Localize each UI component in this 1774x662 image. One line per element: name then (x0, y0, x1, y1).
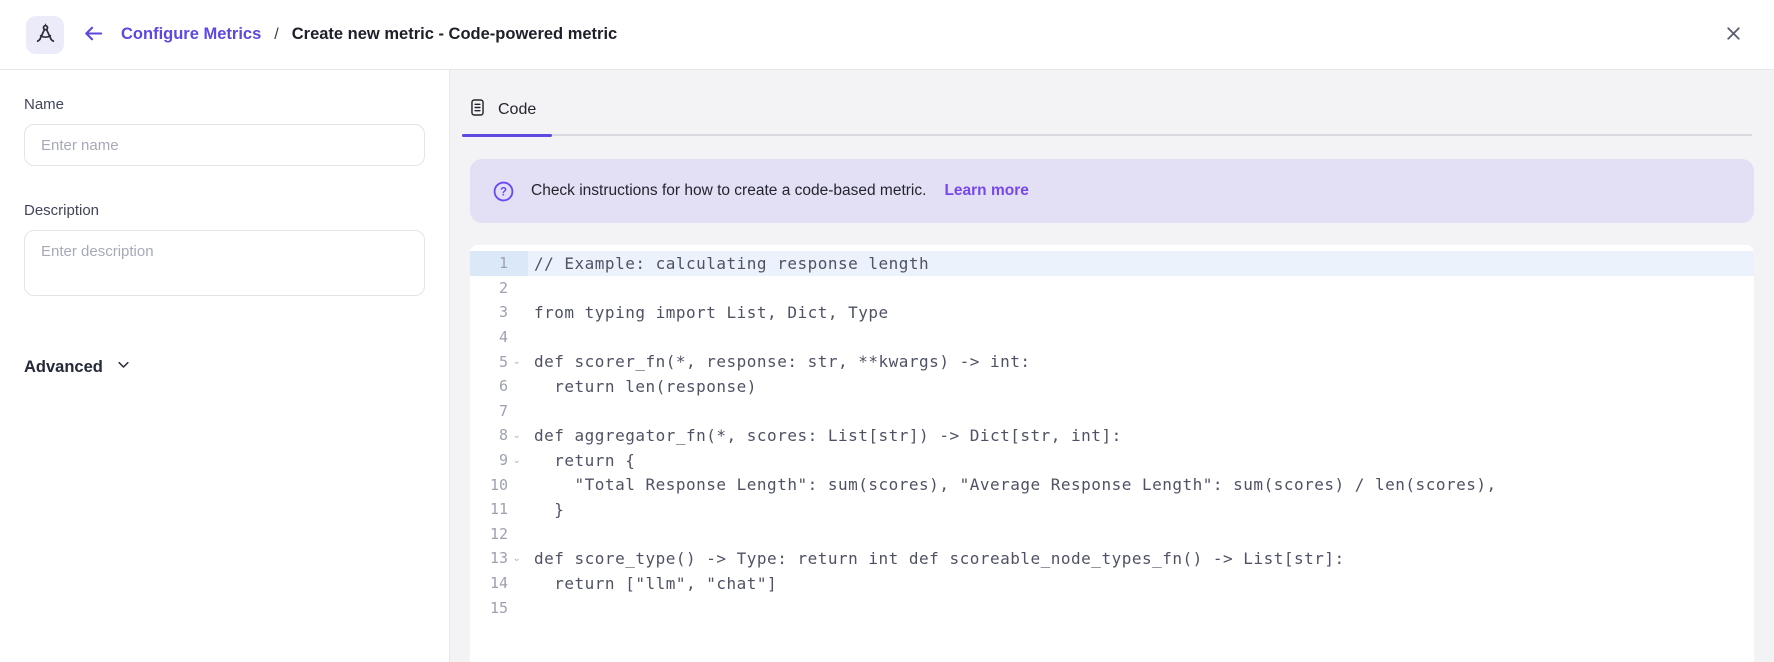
code-text: // Example: calculating response length (534, 253, 930, 273)
code-text: return { (534, 450, 636, 470)
code-line[interactable]: 11 } (470, 497, 1754, 522)
gutter: 2 (470, 276, 528, 301)
gutter: 13 ⌄ (470, 546, 528, 571)
gutter: 8 ⌄ (470, 423, 528, 448)
line-number: 9 (498, 451, 508, 470)
code-text: return len(response) (534, 376, 757, 396)
gutter: 15 (470, 595, 528, 620)
gutter: 9 ⌄ (470, 448, 528, 473)
help-circle-icon: ? (492, 180, 515, 203)
gutter: 4 (470, 325, 528, 350)
line-number: 15 (489, 598, 508, 617)
gutter: 11 (470, 497, 528, 522)
gutter: 6 (470, 374, 528, 399)
breadcrumb-separator: / (274, 25, 279, 43)
line-number: 4 (498, 328, 508, 347)
code-line[interactable]: 9 ⌄ return { (470, 448, 1754, 473)
line-number: 2 (498, 278, 508, 297)
banner-text: Check instructions for how to create a c… (531, 182, 927, 199)
main-panel: Code ? Check instructions for how to cre… (450, 70, 1774, 662)
code-editor[interactable]: 1 // Example: calculating response lengt… (470, 245, 1754, 662)
code-line[interactable]: 13 ⌄ def score_type() -> Type: return in… (470, 546, 1754, 571)
sidebar: Name Description Advanced (0, 70, 450, 662)
gutter: 5 ⌄ (470, 349, 528, 374)
app-logo (26, 15, 64, 54)
fold-chevron-icon[interactable]: ⌄ (512, 552, 522, 564)
code-text: } (534, 499, 565, 519)
code-line[interactable]: 8 ⌄ def aggregator_fn(*, scores: List[st… (470, 423, 1754, 448)
name-input[interactable] (24, 124, 425, 166)
code-text: def score_type() -> Type: return int def… (534, 548, 1345, 568)
tab-code-label: Code (498, 101, 537, 118)
learn-more-link[interactable]: Learn more (944, 182, 1029, 199)
code-text: def scorer_fn(*, response: str, **kwargs… (534, 352, 1031, 372)
code-line[interactable]: 2 (470, 276, 1754, 301)
description-input[interactable] (24, 230, 425, 296)
gutter: 1 (470, 251, 528, 276)
line-number: 8 (498, 426, 508, 445)
page-title: Create new metric - Code-powered metric (291, 25, 618, 43)
name-label: Name (24, 96, 65, 113)
code-line[interactable]: 7 (470, 399, 1754, 424)
drafting-compass-icon (34, 21, 57, 49)
description-label: Description (24, 202, 100, 219)
document-icon (468, 98, 487, 122)
code-line[interactable]: 6 return len(response) (470, 374, 1754, 399)
close-icon (1723, 23, 1744, 47)
code-text: "Total Response Length": sum(scores), "A… (534, 475, 1497, 495)
code-text: def aggregator_fn(*, scores: List[str]) … (534, 425, 1122, 445)
info-banner: ? Check instructions for how to create a… (470, 159, 1754, 223)
line-number: 6 (498, 377, 508, 396)
code-line[interactable]: 1 // Example: calculating response lengt… (470, 251, 1754, 276)
tab-code[interactable]: Code (462, 98, 553, 137)
close-button[interactable] (1719, 19, 1748, 51)
line-number: 12 (489, 524, 508, 543)
code-line[interactable]: 4 (470, 325, 1754, 350)
chevron-down-icon (116, 357, 131, 377)
svg-text:?: ? (500, 186, 507, 198)
advanced-label: Advanced (24, 357, 103, 376)
arrow-left-icon (82, 22, 105, 48)
line-number: 14 (489, 574, 508, 593)
line-number: 5 (498, 352, 508, 371)
tab-track (462, 134, 1752, 136)
fold-chevron-icon[interactable]: ⌄ (512, 429, 522, 441)
tab-bar: Code (462, 98, 1754, 137)
breadcrumb-configure-metrics[interactable]: Configure Metrics (121, 25, 262, 43)
fold-chevron-icon[interactable]: ⌄ (512, 356, 522, 368)
fold-chevron-icon[interactable]: ⌄ (512, 454, 522, 466)
content: Name Description Advanced (0, 70, 1774, 662)
code-line[interactable]: 12 (470, 522, 1754, 547)
code-lines: 1 // Example: calculating response lengt… (470, 251, 1754, 620)
line-number: 7 (498, 401, 508, 420)
line-number: 13 (489, 549, 508, 568)
code-line[interactable]: 5 ⌄ def scorer_fn(*, response: str, **kw… (470, 349, 1754, 374)
code-text: from typing import List, Dict, Type (534, 302, 889, 322)
line-number: 11 (489, 500, 508, 519)
code-line[interactable]: 15 (470, 595, 1754, 620)
back-button[interactable] (82, 22, 105, 48)
header: Configure Metrics / Create new metric - … (0, 0, 1774, 70)
gutter: 12 (470, 522, 528, 547)
code-line[interactable]: 3 from typing import List, Dict, Type (470, 300, 1754, 325)
code-line[interactable]: 10 "Total Response Length": sum(scores),… (470, 472, 1754, 497)
line-number: 1 (498, 254, 508, 273)
code-line[interactable]: 14 return ["llm", "chat"] (470, 571, 1754, 596)
gutter: 7 (470, 399, 528, 424)
gutter: 3 (470, 300, 528, 325)
code-text: return ["llm", "chat"] (534, 573, 778, 593)
advanced-toggle[interactable]: Advanced (24, 357, 131, 377)
gutter: 14 (470, 571, 528, 596)
gutter: 10 (470, 472, 528, 497)
line-number: 10 (489, 475, 508, 494)
line-number: 3 (498, 303, 508, 322)
